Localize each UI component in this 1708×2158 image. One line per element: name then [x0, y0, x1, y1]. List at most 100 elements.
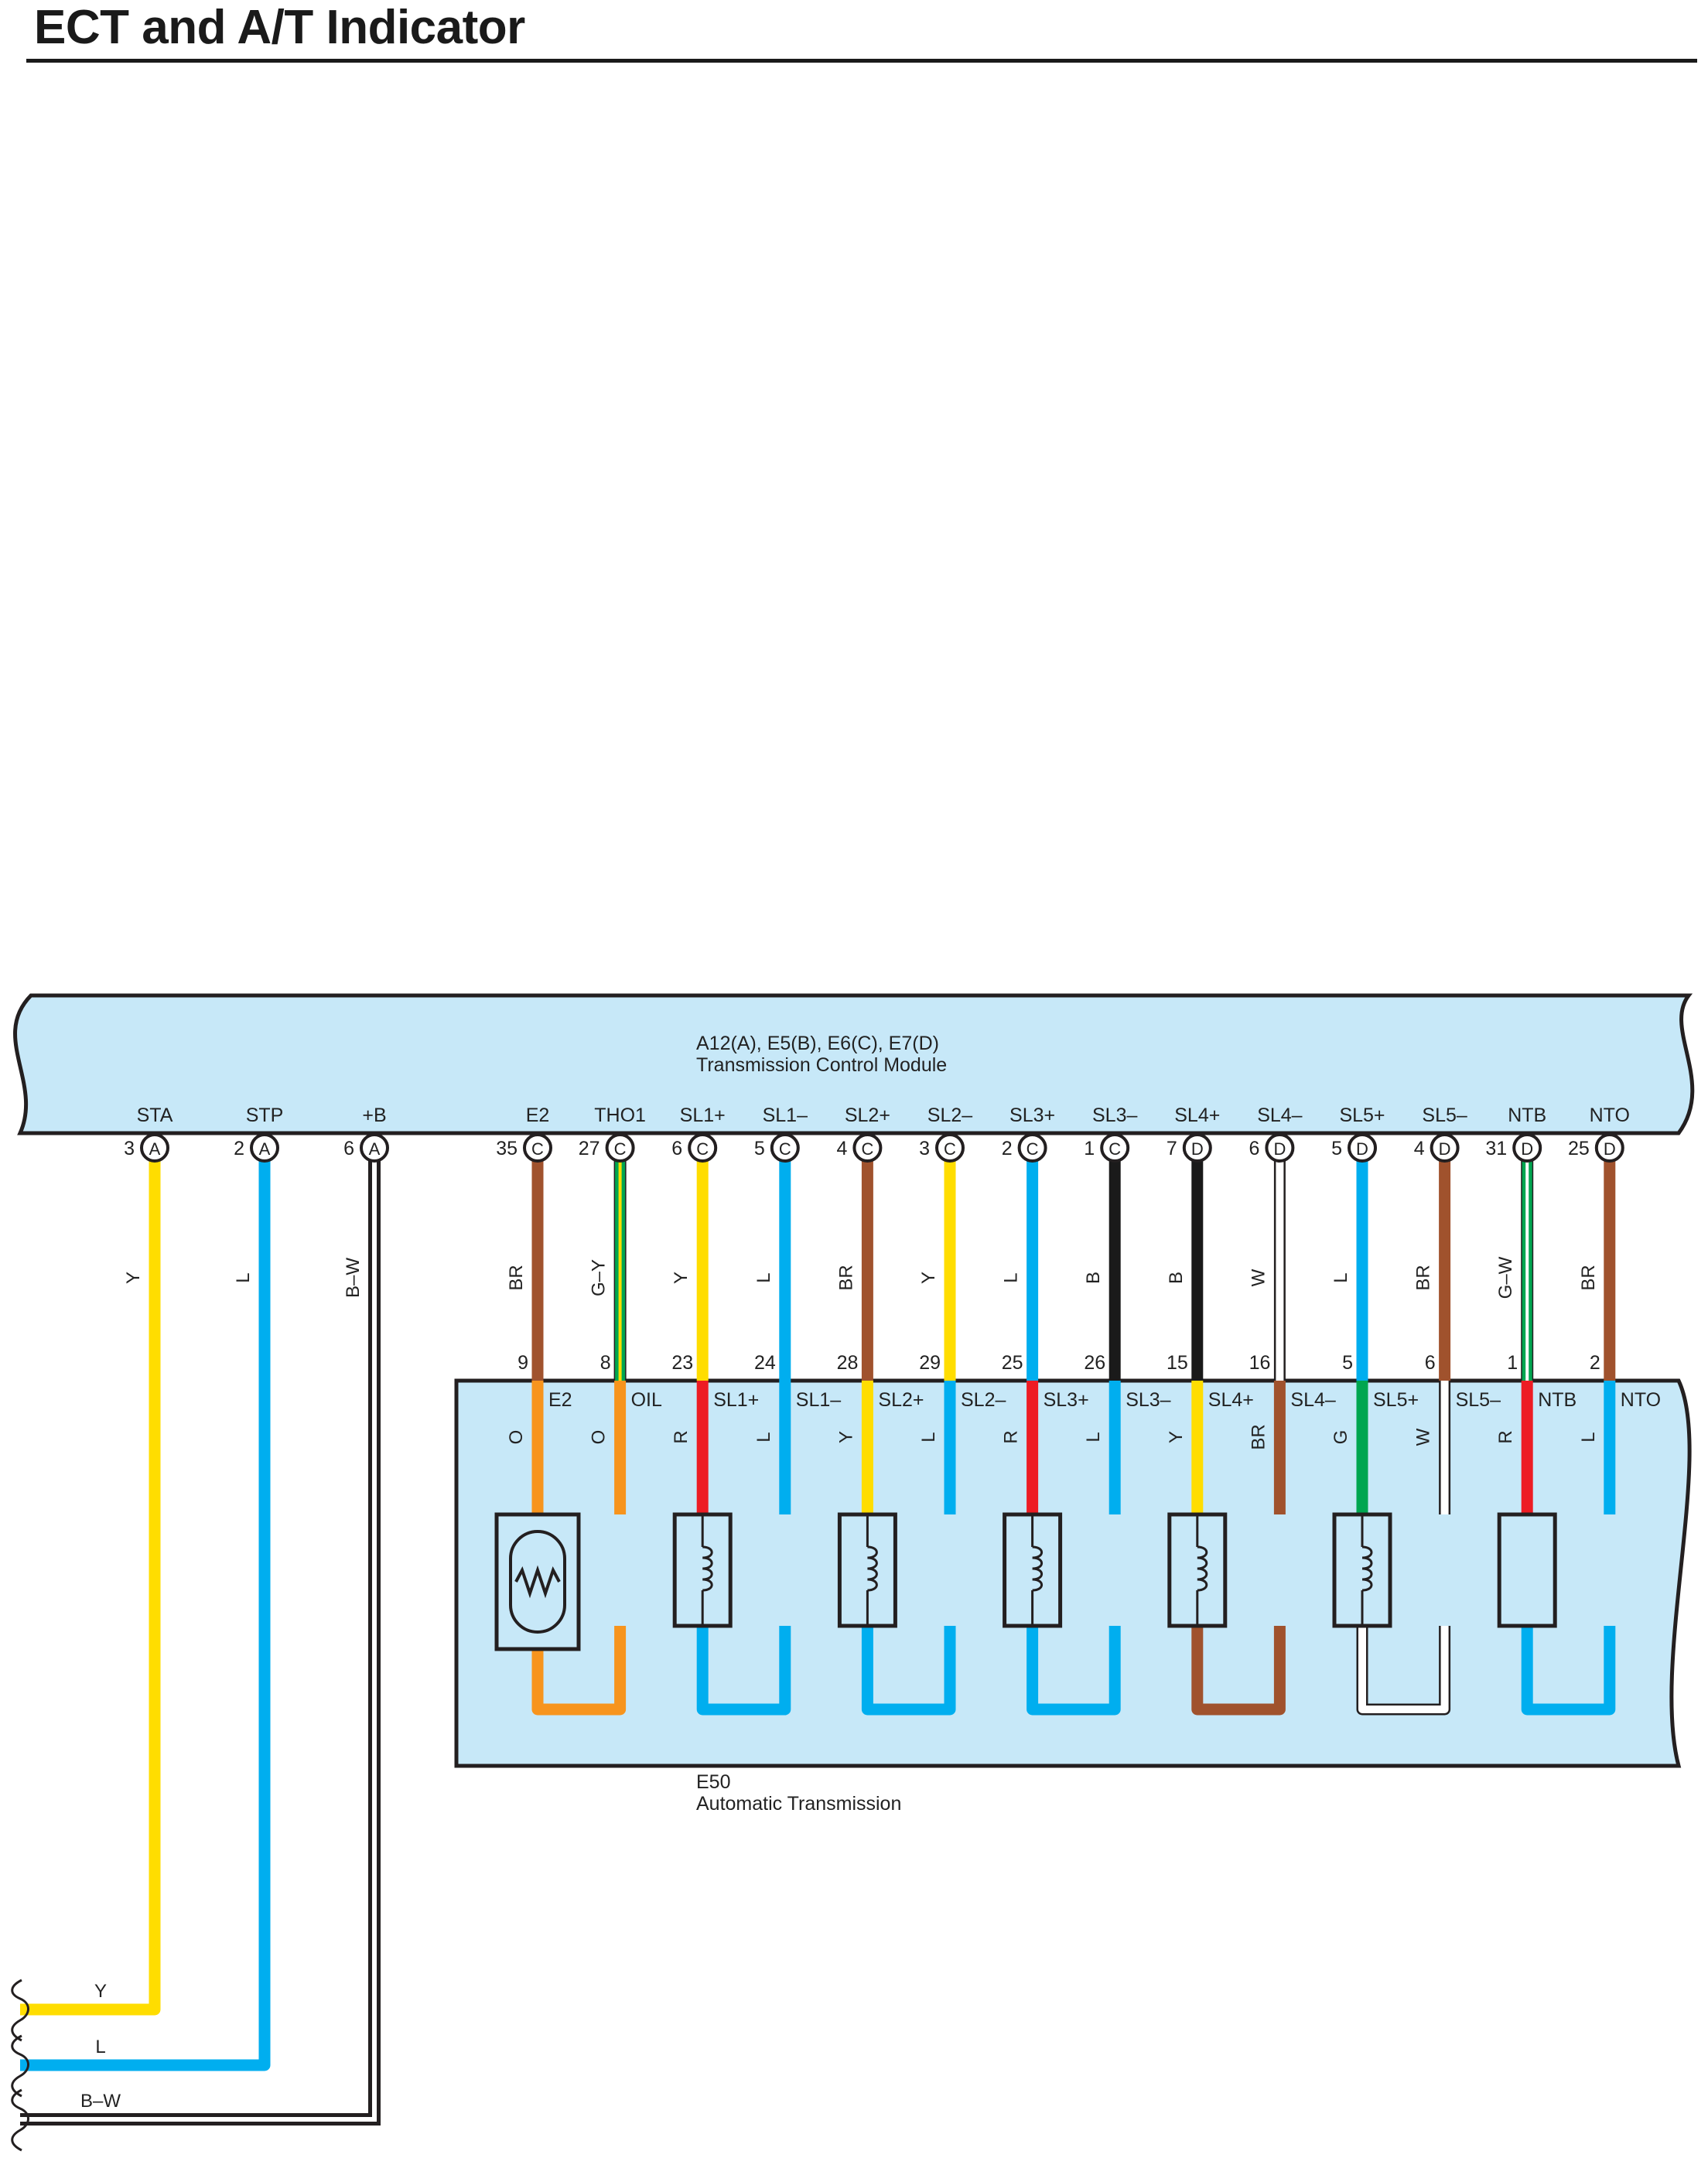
tcm-pin-number-sl4-minus: 6 [1249, 1138, 1259, 1159]
e50-pin-number-sl4-minus: 16 [1249, 1352, 1271, 1374]
e50-wire-color-sl1-minus: L [753, 1432, 774, 1442]
e50-thermistor-1 [494, 1512, 581, 1651]
tcm-pin-connector-sl2-minusplus: C [861, 1139, 873, 1159]
e50-pin-name-ntb: NTB [1538, 1389, 1576, 1411]
e50-code: E50 [696, 1771, 730, 1793]
e50-name: Automatic Transmission [696, 1793, 901, 1815]
thermistor-resistor [514, 1565, 561, 1599]
e50-loop-6 [1356, 1626, 1451, 1716]
e50-pin-number-sl4-minusplus: 15 [1167, 1352, 1188, 1374]
tcm-pin-name-sta: STA [137, 1105, 173, 1126]
wire-sta [20, 1148, 161, 2016]
continuation-label-1: Y [94, 1981, 107, 2002]
tcm-pin-circle-sl2-minusplus [852, 1133, 883, 1163]
e50-loop-2-stroke [696, 1626, 791, 1716]
e50-pin-name-sl2-minus: SL2– [961, 1389, 1006, 1411]
tcm-pin-circle-ntb [1512, 1133, 1542, 1163]
tcm-pin-circle-stp [250, 1133, 279, 1163]
module-panels: A12(A), E5(B), E6(C), E7(D) Transmission… [13, 993, 1695, 1815]
wire-sta-stroke [20, 1148, 161, 2016]
e50-pin-number-sl1-minusplus: 23 [671, 1352, 693, 1374]
tcm-pin-circle-sl1-minusplus [688, 1133, 718, 1163]
e50-pin-name-tho1: OIL [631, 1389, 662, 1411]
e50-solenoid-2 [672, 1512, 733, 1628]
tcm-pin-name-sl1-minus: SL1– [763, 1105, 808, 1126]
tcm-pin-number-sl5-minus: 4 [1414, 1138, 1425, 1159]
e50-internal-loops [531, 1626, 1616, 1716]
tcm-pin-name-sl4-minus: SL4– [1257, 1105, 1302, 1126]
tcm-pin-number-ntb: 31 [1485, 1138, 1507, 1159]
e50-pin-number-sl1-minus: 24 [754, 1352, 776, 1374]
wire-color-sl2-minusplus: BR [835, 1265, 856, 1290]
continuation-break-2 [11, 2034, 29, 2098]
e50-loop-4 [1027, 1626, 1121, 1716]
wire-color-minusplusb: B–W [343, 1258, 364, 1298]
e50-solenoid-6 [1332, 1512, 1392, 1628]
e50-wire-color-ntb: R [1495, 1430, 1516, 1443]
tcm-pin-number-sl1-minusplus: 6 [671, 1138, 682, 1159]
e50-loop-7 [1521, 1626, 1616, 1716]
wire-minusplusb-stripe [20, 1148, 377, 2122]
e50-pin-number-sl5-minusplus: 5 [1342, 1352, 1353, 1374]
tcm-pin-name-sl1-minusplus: SL1+ [680, 1105, 726, 1126]
e50-pin-name-sl1-minusplus: SL1+ [713, 1389, 759, 1411]
thermistor-body [494, 1512, 581, 1651]
tcm-pin-name-sl5-minusplus: SL5+ [1339, 1105, 1385, 1126]
wire-color-sl5-minusplus: L [1331, 1272, 1351, 1282]
tcm-pin-number-tho1: 27 [579, 1138, 600, 1159]
tcm-pin-number-minusplusb: 6 [343, 1138, 354, 1159]
tcm-pin-connector-sl2-minus: C [944, 1139, 956, 1159]
sensor-body [1497, 1512, 1557, 1628]
wire-color-tho1: G–Y [589, 1259, 610, 1296]
tcm-pin-name-nto: NTO [1590, 1105, 1630, 1126]
e50-wire-color-tho1: O [589, 1430, 610, 1445]
tcm-pin-name-sl4-minusplus: SL4+ [1174, 1105, 1220, 1126]
coil-winding [1197, 1545, 1208, 1592]
tcm-pin-number-sl3-minusplus: 2 [1002, 1138, 1013, 1159]
e50-wire-color-sl5-minus: W [1413, 1428, 1434, 1446]
e50-loop-4-stroke [1027, 1626, 1121, 1716]
e50-wire-color-e2: O [506, 1430, 527, 1445]
tcm-pin-connector-nto: D [1604, 1139, 1616, 1159]
tcm-pin-number-sl2-minusplus: 4 [836, 1138, 847, 1159]
tcm-pin-name-e2: E2 [526, 1105, 550, 1126]
tcm-pin-connector-sl3-minus: C [1108, 1139, 1121, 1159]
coil-winding [867, 1545, 878, 1592]
e50-solenoid-5 [1167, 1512, 1228, 1628]
tcm-pin-name-sl5-minus: SL5– [1422, 1105, 1467, 1126]
tcm-pin-connector-minusplusb: A [369, 1139, 381, 1159]
tcm-pin-connector-sl3-minusplus: C [1027, 1139, 1039, 1159]
wire-color-sl1-minusplus: Y [671, 1272, 692, 1284]
coil-winding [702, 1545, 713, 1592]
e50-loop-2 [696, 1626, 791, 1716]
e50-pin-number-e2: 9 [518, 1352, 528, 1374]
e50-loop-3-stroke [861, 1626, 956, 1716]
e50-pin-name-sl4-minusplus: SL4+ [1208, 1389, 1254, 1411]
e50-wire-color-sl4-minus: BR [1248, 1424, 1269, 1449]
e50-wire-color-nto: L [1578, 1432, 1599, 1442]
tcm-pin-circle-sl1-minus [770, 1133, 800, 1163]
tcm-pin-circle-e2 [523, 1133, 552, 1163]
e50-wire-color-sl4-minusplus: Y [1166, 1431, 1187, 1443]
tcm-pin-circle-sl3-minus [1100, 1133, 1130, 1163]
wire-minusplusb-outline [20, 1148, 381, 2126]
e50-pin-number-sl5-minus: 6 [1425, 1352, 1436, 1374]
tcm-pin-name-minusplusb: +B [362, 1105, 386, 1126]
tcm-pin-name-sl3-minusplus: SL3+ [1009, 1105, 1055, 1126]
e50-components [494, 1512, 1557, 1651]
continuation-break-3 [11, 2088, 29, 2152]
e50-pin-number-sl3-minus: 26 [1084, 1352, 1105, 1374]
tcm-pin-circle-sl2-minus [935, 1133, 965, 1163]
e50-pin-name-sl3-minusplus: SL3+ [1044, 1389, 1089, 1411]
coil-winding [1361, 1545, 1373, 1592]
e50-pin-name-sl3-minus: SL3– [1126, 1389, 1170, 1411]
e50-solenoid-3 [837, 1512, 897, 1628]
e50-wire-color-sl3-minus: L [1083, 1432, 1104, 1442]
tcm-pin-number-stp: 2 [234, 1138, 244, 1159]
tcm-connectors-label: A12(A), E5(B), E6(C), E7(D) [696, 1033, 939, 1054]
e50-pin-number-sl2-minusplus: 28 [837, 1352, 859, 1374]
tcm-pin-circle-nto [1594, 1133, 1624, 1163]
e50-pin-name-nto: NTO [1621, 1389, 1661, 1411]
e50-loop-3 [861, 1626, 956, 1716]
